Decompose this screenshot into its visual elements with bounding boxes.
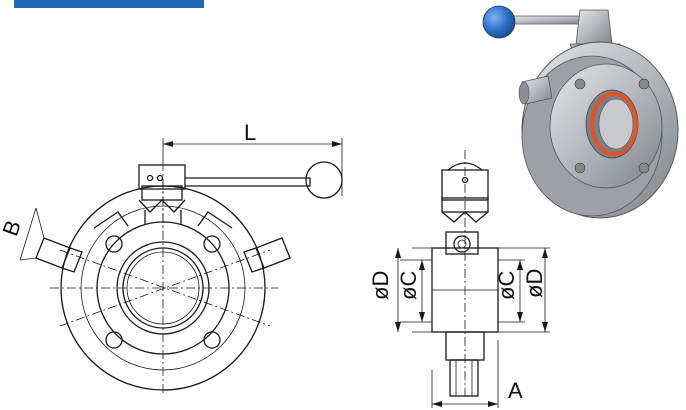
right-port — [243, 237, 291, 273]
dimension-B-label: B — [0, 217, 26, 239]
handle-lever — [185, 161, 343, 199]
actuator — [138, 162, 186, 230]
side-view: A øD øC øD øC — [368, 150, 550, 408]
bolt-hole — [203, 235, 221, 253]
bolt-hole — [203, 331, 221, 349]
dimension-D-left-label: øD — [368, 271, 393, 300]
dimension-A-label: A — [508, 378, 523, 403]
bolt-hole — [105, 235, 123, 253]
dimension-B: B — [0, 207, 45, 261]
dimension-L: L — [162, 120, 343, 196]
dimension-D-right-label: øD — [522, 269, 547, 298]
bolt-hole — [105, 331, 123, 349]
dimension-C-left-label: øC — [396, 271, 421, 300]
dimension-C-right-label: øC — [494, 271, 519, 300]
ball-handle-icon — [305, 161, 343, 199]
dimension-C-left: øC — [396, 260, 425, 322]
dimension-C-right: øC — [494, 260, 523, 322]
dimension-D-right: øD — [522, 248, 548, 332]
dimension-D-left: øD — [368, 248, 401, 332]
dimension-A: A — [431, 340, 523, 408]
butterfly-valve-3d-icon — [482, 5, 679, 219]
left-port — [35, 237, 83, 273]
blue-header-bar — [14, 0, 204, 8]
dimension-L-label: L — [244, 120, 256, 145]
front-view: L B — [0, 120, 343, 395]
